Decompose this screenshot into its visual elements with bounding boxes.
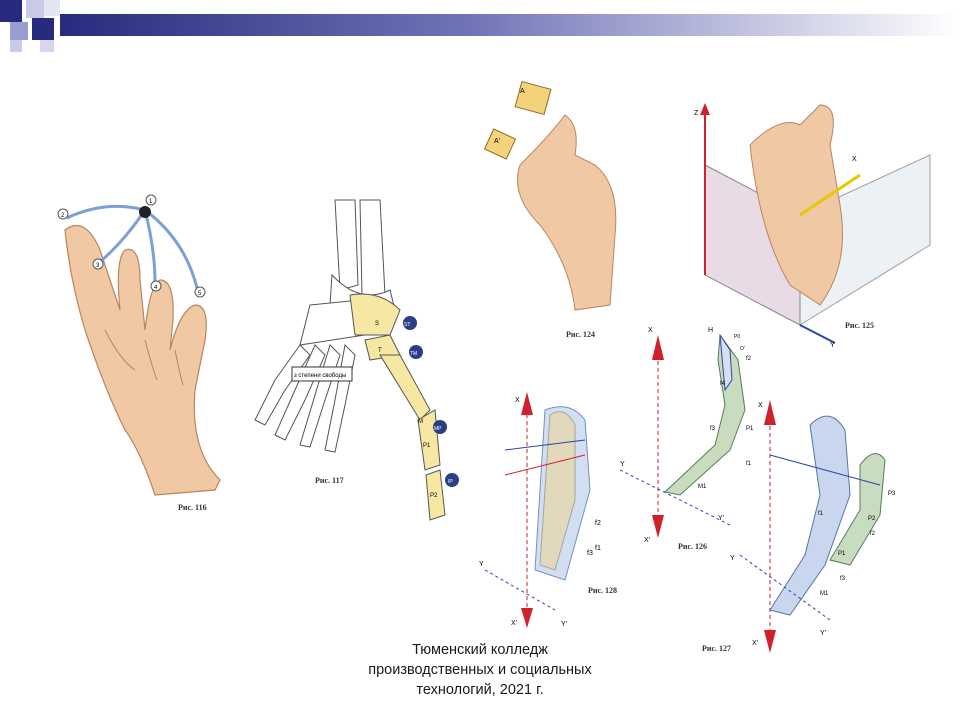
marker-4: 4	[154, 285, 158, 291]
label-A-prime: A'	[494, 138, 500, 145]
svg-text:MP: MP	[434, 426, 442, 432]
svg-text:P0: P0	[734, 334, 740, 340]
figure-125-hand-axes: Z X Y	[694, 103, 931, 349]
title-banner	[0, 0, 960, 52]
caption-126: Рис. 126	[678, 542, 708, 551]
degrees-label: з степени свободы	[294, 373, 346, 379]
caption-117: Рис. 117	[315, 476, 344, 485]
axis-Y: Y	[830, 342, 835, 349]
svg-text:S: S	[375, 321, 379, 327]
svg-text:T: T	[378, 348, 382, 354]
svg-text:P2: P2	[868, 516, 876, 522]
institution-credit: Тюменский колледж производственных и соц…	[330, 640, 630, 700]
axis-X: X	[852, 156, 857, 163]
caption-116: Рис. 116	[178, 503, 207, 512]
svg-text:f3: f3	[587, 550, 593, 557]
svg-text:M1: M1	[698, 484, 707, 490]
axis-Z: Z	[694, 110, 699, 117]
svg-text:Y': Y'	[561, 621, 567, 628]
svg-text:X': X'	[511, 620, 517, 627]
svg-text:f1: f1	[818, 511, 824, 517]
figure-116-hand-thumb-movements: 1 2 3 4 5	[57, 194, 221, 496]
marker-2: 2	[61, 213, 65, 219]
caption-128: Рис. 128	[588, 586, 618, 595]
svg-text:H: H	[708, 327, 713, 334]
svg-text:X: X	[515, 397, 520, 404]
svg-text:P1: P1	[423, 443, 431, 449]
label-A: A	[520, 88, 525, 95]
svg-text:M: M	[418, 419, 423, 425]
caption-124: Рис. 124	[566, 330, 596, 339]
svg-text:f4: f4	[720, 381, 726, 387]
svg-text:X: X	[648, 327, 653, 334]
figure-128-thumb-kinematics: X Y X' Y' f1 f2 f3	[479, 392, 601, 628]
svg-text:M1: M1	[820, 591, 829, 597]
svg-text:Y: Y	[730, 555, 735, 562]
svg-text:Y: Y	[620, 461, 625, 468]
caption-127: Рис. 127	[702, 644, 732, 653]
figure-117-hand-bones: з степени свободы ST TM MP IP S T M P1 P…	[254, 199, 459, 521]
svg-text:ST: ST	[404, 322, 410, 328]
svg-text:TM: TM	[410, 351, 417, 357]
figure-124-pinch-grip: A A'	[483, 80, 617, 311]
svg-text:Y: Y	[479, 561, 484, 568]
svg-text:X: X	[758, 402, 763, 409]
svg-text:f1: f1	[595, 545, 601, 552]
marker-3: 3	[96, 263, 100, 269]
svg-text:P1: P1	[746, 426, 754, 432]
marker-1: 1	[149, 199, 153, 205]
svg-text:X': X'	[752, 640, 758, 647]
svg-text:P3: P3	[888, 491, 896, 497]
svg-text:f2: f2	[870, 531, 876, 537]
svg-text:f3: f3	[840, 576, 846, 582]
svg-text:f1: f1	[746, 461, 752, 467]
svg-text:f3: f3	[710, 426, 716, 432]
figure-127-thumb-segments: X Y X' Y' P1 P2 P3 f1 f2 f3 M1	[730, 400, 896, 653]
marker-5: 5	[198, 291, 202, 297]
svg-text:f2: f2	[746, 356, 752, 362]
svg-text:Y': Y'	[820, 630, 826, 637]
caption-125: Рис. 125	[845, 321, 875, 330]
svg-text:Y': Y'	[718, 515, 724, 522]
svg-text:X': X'	[644, 537, 650, 544]
svg-text:f2: f2	[595, 520, 601, 527]
footer-line-3: технологий, 2021 г.	[416, 682, 544, 698]
svg-text:IP: IP	[448, 479, 453, 485]
footer-line-1: Тюменский колледж	[412, 642, 548, 658]
figure-126-linkage: H X X' Y Y' P0 P1 O' M1 f1 f2 f3 f4	[620, 327, 754, 544]
svg-text:O': O'	[740, 346, 745, 352]
svg-text:P1: P1	[838, 551, 846, 557]
footer-line-2: производственных и социальных	[368, 662, 592, 678]
svg-text:P2: P2	[430, 493, 438, 499]
